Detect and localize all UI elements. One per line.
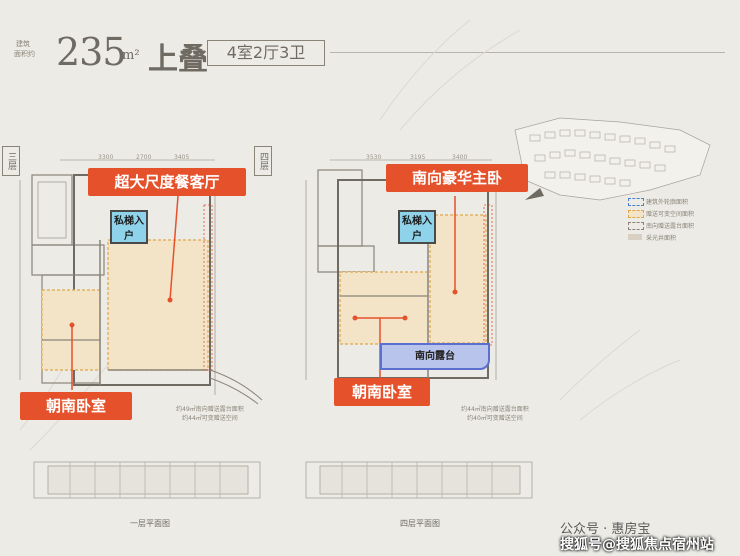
- room-layout: 4室2厅3卫: [207, 40, 325, 66]
- right-note-1: 约44㎡南向赠送露台面积: [461, 406, 529, 413]
- bottom-title-left: 一层平面图: [130, 519, 170, 528]
- floor-tag-right: 四层: [254, 146, 272, 176]
- private-lift-right: 私梯入户: [398, 210, 436, 244]
- left-note-1: 约49㎡南向赠送露台面积: [176, 406, 244, 413]
- legend-swatch-terrace: [628, 222, 644, 230]
- header-small-label-2: 面积约: [14, 50, 35, 58]
- legend-swatch-lightwell: [628, 234, 642, 240]
- south-terrace: 南向露台: [380, 343, 490, 370]
- left-dim-2: 2700: [136, 154, 152, 161]
- floor-tag-left: 三层: [2, 146, 20, 176]
- right-dim-2: 3195: [410, 154, 426, 161]
- private-lift-label: 私梯入户: [402, 216, 432, 242]
- left-note-2: 约44㎡可变赠送空间: [182, 415, 238, 422]
- header-divider: [330, 52, 725, 53]
- legend-item-4: 采光井面积: [646, 235, 677, 242]
- legend-item-3: 南向赠送露台面积: [646, 223, 695, 230]
- header-small-label-1: 建筑: [16, 40, 30, 48]
- callout-living-dining: 超大尺度餐客厅: [88, 168, 246, 196]
- callout-left-south-bedroom: 朝南卧室: [20, 392, 132, 420]
- legend-item-2: 赠送可变空间面积: [646, 211, 695, 218]
- bottom-plans: [33, 461, 533, 499]
- private-lift-label: 私梯入户: [114, 216, 144, 242]
- site-map: [514, 117, 711, 201]
- left-plan-markers: [69, 195, 179, 390]
- area-unit: m²: [122, 48, 140, 63]
- left-dim-1: 3300: [98, 154, 114, 161]
- private-lift-left: 私梯入户: [110, 210, 148, 244]
- unit-type: 上叠: [148, 42, 208, 77]
- wechat-watermark: 公众号 · 惠房宝: [560, 522, 651, 537]
- left-dim-3: 3405: [174, 154, 190, 161]
- bottom-title-right: 四层平面图: [400, 519, 440, 528]
- legend-swatch-outline: [628, 198, 644, 206]
- callout-master-bedroom: 南向豪华主卧: [386, 164, 528, 192]
- legend-item-1: 建筑外轮廓面积: [646, 199, 689, 206]
- right-note-2: 约40㎡可变赠送空间: [467, 415, 523, 422]
- area-value: 235: [56, 30, 127, 74]
- callout-right-south-bedroom: 朝南卧室: [334, 378, 430, 406]
- sohu-watermark: 搜狐号@搜狐焦点宿州站: [560, 537, 714, 553]
- right-dim-1: 3530: [366, 154, 382, 161]
- left-plan: [19, 159, 263, 405]
- right-dim-3: 3400: [452, 154, 468, 161]
- legend-swatch-variable: [628, 210, 644, 218]
